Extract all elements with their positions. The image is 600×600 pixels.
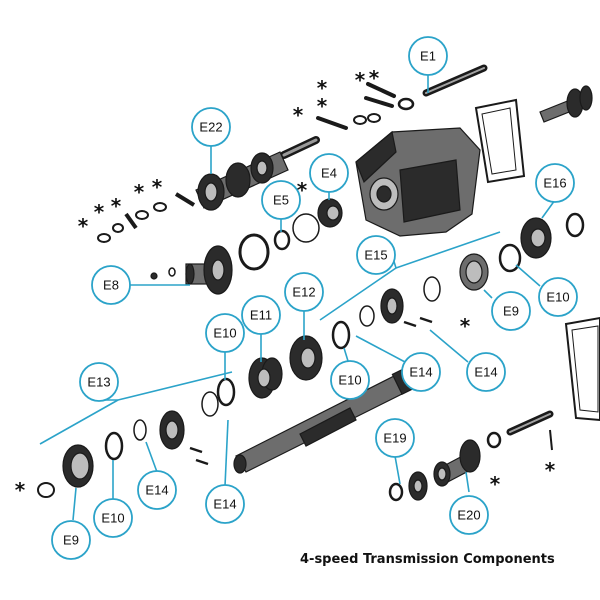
callout-e14-lowleft-label: E14 — [145, 483, 168, 498]
callout-e22-label: E22 — [199, 120, 222, 135]
callout-e14-mid-label: E14 — [409, 365, 432, 380]
part-e10-ring-mid — [331, 320, 351, 350]
part-rod-mid — [280, 136, 320, 159]
callout-e12: E12 — [284, 272, 324, 312]
part-main-drive-gear — [539, 85, 593, 123]
callout-e10-upper-label: E10 — [213, 326, 236, 341]
callout-e8: E8 — [91, 265, 131, 305]
asterisk-icon: * — [369, 66, 380, 90]
callout-e12-label: E12 — [292, 285, 315, 300]
part-small-springs — [97, 192, 196, 243]
callout-e19: E19 — [375, 418, 415, 458]
callout-e15: E15 — [356, 235, 396, 275]
callout-e10-mid: E10 — [330, 360, 370, 400]
callout-e14-right-label: E14 — [474, 365, 497, 380]
callout-e8-label: E8 — [103, 278, 119, 293]
callout-e9-low-label: E9 — [63, 533, 79, 548]
callout-e1: E1 — [408, 36, 448, 76]
part-gasket-top — [474, 98, 526, 184]
asterisk-icon: * — [293, 103, 304, 127]
callout-e13-label: E13 — [87, 375, 110, 390]
asterisk-icon: * — [94, 200, 105, 224]
callout-e11-label: E11 — [250, 308, 272, 323]
callout-e13: E13 — [79, 362, 119, 402]
asterisk-markers: * * * * * * * * * * * * * * * — [15, 66, 556, 502]
part-e4-bearing — [317, 198, 343, 228]
part-e20-gear — [433, 439, 481, 487]
callout-e10-upper: E10 — [205, 313, 245, 353]
asterisk-icon: * — [152, 175, 163, 199]
asterisk-icon: * — [355, 68, 366, 92]
asterisk-icon: * — [134, 180, 145, 204]
part-e12-gear — [289, 335, 323, 381]
callout-e15-label: E15 — [364, 248, 387, 263]
callout-e5-label: E5 — [273, 193, 289, 208]
callout-e20: E20 — [449, 495, 489, 535]
callout-e16: E16 — [535, 163, 575, 203]
part-e16-gear — [520, 212, 585, 259]
part-e22-gear-cluster — [195, 151, 289, 211]
part-e19-gear — [388, 471, 428, 502]
callout-e14-mid: E14 — [401, 352, 441, 392]
callout-e9-right-label: E9 — [503, 304, 519, 319]
callout-e10-right: E10 — [538, 277, 578, 317]
callout-e20-label: E20 — [457, 508, 480, 523]
asterisk-icon: * — [297, 178, 308, 202]
callout-e4-label: E4 — [321, 166, 337, 181]
part-ring-e1 — [397, 97, 415, 111]
part-transmission-case — [355, 127, 481, 237]
part-needle-bearings — [189, 316, 433, 466]
part-e1-shaft — [422, 64, 488, 97]
asterisk-icon: * — [317, 76, 328, 100]
asterisk-icon: * — [460, 314, 471, 338]
callout-e4: E4 — [309, 153, 349, 193]
asterisk-icon: * — [490, 472, 501, 496]
part-e10-ring-low — [201, 377, 236, 417]
callout-e14-lowleft: E14 — [137, 470, 177, 510]
callout-e9-low: E9 — [51, 520, 91, 560]
part-snap-ring-e5 — [292, 213, 320, 243]
callout-e19-label: E19 — [383, 431, 406, 446]
asterisk-icon: * — [78, 214, 89, 238]
part-keys-top — [316, 82, 396, 130]
diagram-caption: 4-speed Transmission Components — [300, 552, 555, 567]
callout-e16-label: E16 — [543, 176, 566, 191]
callout-e14-lowmid: E14 — [205, 484, 245, 524]
callout-e1-label: E1 — [420, 49, 436, 64]
callout-e9-right: E9 — [491, 291, 531, 331]
asterisk-icon: * — [545, 458, 556, 482]
callout-e10-mid-label: E10 — [338, 373, 361, 388]
callout-e14-right: E14 — [466, 352, 506, 392]
asterisk-icon: * — [15, 478, 26, 502]
part-e15-synchro — [359, 243, 522, 327]
part-e8-input-shaft — [150, 245, 233, 295]
part-e13-synchro — [37, 410, 185, 498]
callout-e10-right-label: E10 — [546, 290, 569, 305]
part-e5-ring — [273, 229, 291, 251]
callout-e22: E22 — [191, 107, 231, 147]
part-countershaft-rod — [486, 410, 554, 451]
callout-e5: E5 — [261, 180, 301, 220]
part-e11-gear — [248, 357, 283, 399]
part-gasket-right — [564, 316, 600, 422]
asterisk-icon: * — [111, 194, 122, 218]
callout-e10-low-label: E10 — [101, 511, 124, 526]
callout-e11: E11 — [241, 295, 281, 335]
callout-e10-low: E10 — [93, 498, 133, 538]
asterisk-icon: * — [317, 94, 328, 118]
part-ring-e8 — [238, 233, 270, 271]
callout-e14-lowmid-label: E14 — [213, 497, 236, 512]
